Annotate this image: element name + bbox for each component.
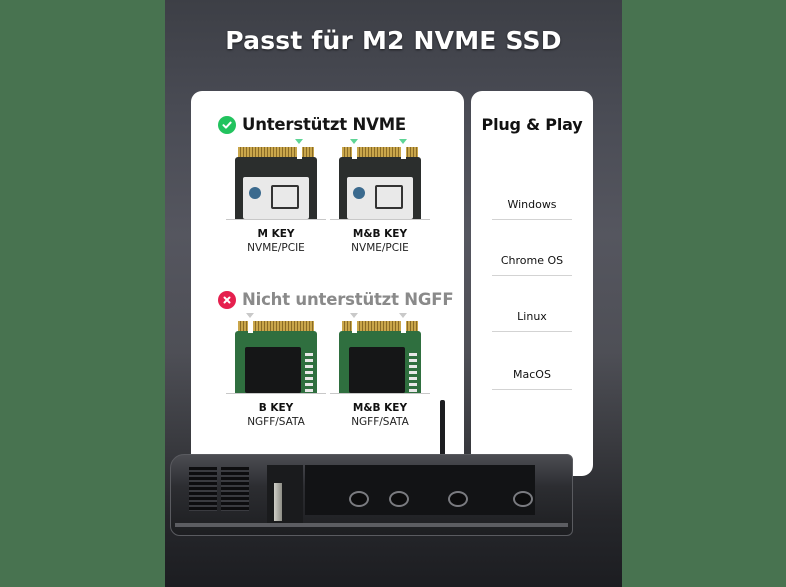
- vent-grille: [221, 467, 249, 511]
- key-name: B KEY: [258, 402, 294, 414]
- ssd-mb-key-ngff: M&B KEY NGFF/SATA: [330, 313, 430, 428]
- plug-and-play-title: Plug & Play: [481, 115, 583, 134]
- m2-slot: [267, 465, 303, 525]
- key-name: M KEY: [257, 228, 295, 240]
- check-circle-icon: [218, 115, 236, 134]
- ssd-mb-key-nvme-image: [339, 139, 421, 219]
- notch-indicator-icon: [350, 313, 358, 318]
- screw-post: [448, 491, 468, 507]
- unsupported-heading: Nicht unterstützt NGFF: [218, 290, 454, 309]
- product-panel: Passt für M2 NVME SSD Unterstützt NVME M…: [165, 0, 622, 587]
- enclosure-rail: [175, 523, 568, 527]
- key-name: M&B KEY: [352, 228, 408, 240]
- key-type: NGFF/SATA: [351, 416, 409, 428]
- ssd-m-key-image: [235, 139, 317, 219]
- ssd-b-key: B KEY NGFF/SATA: [226, 313, 326, 428]
- ssd-b-key-image: [235, 313, 317, 393]
- key-type: NVME/PCIE: [247, 242, 305, 254]
- unsupported-heading-label: Nicht unterstützt NGFF: [242, 290, 454, 309]
- key-name: M&B KEY: [352, 402, 408, 414]
- plug-and-play-card: Plug & Play Windows Chrome OS Linux MacO…: [471, 91, 593, 476]
- key-type: NVME/PCIE: [351, 242, 409, 254]
- screw-post: [389, 491, 409, 507]
- ssd-m-key: M KEY NVME/PCIE: [226, 139, 326, 254]
- m2-connector: [274, 483, 282, 521]
- enclosure-stand: [440, 400, 445, 460]
- os-item-linux: Linux: [492, 310, 572, 332]
- x-circle-icon: [218, 290, 236, 309]
- supported-heading: Unterstützt NVME: [218, 115, 406, 134]
- ssd-tray: [305, 465, 535, 515]
- ssd-mb-key-ngff-image: [339, 313, 421, 393]
- key-type: NGFF/SATA: [247, 416, 305, 428]
- vent-grille: [189, 467, 217, 511]
- os-item-chrome-os: Chrome OS: [492, 254, 572, 276]
- supported-heading-label: Unterstützt NVME: [242, 115, 407, 134]
- screw-post: [513, 491, 533, 507]
- notch-indicator-icon: [399, 139, 407, 144]
- ssd-mb-key-nvme: M&B KEY NVME/PCIE: [330, 139, 430, 254]
- page-title: Passt für M2 NVME SSD: [225, 26, 562, 55]
- os-item-windows: Windows: [492, 198, 572, 220]
- notch-indicator-icon: [399, 313, 407, 318]
- compatibility-card: Unterstützt NVME M KEY NVME/PCIE: [191, 91, 464, 476]
- notch-indicator-icon: [246, 313, 254, 318]
- os-item-macos: MacOS: [492, 368, 572, 390]
- notch-indicator-icon: [350, 139, 358, 144]
- notch-indicator-icon: [295, 139, 303, 144]
- screw-post: [349, 491, 369, 507]
- ssd-enclosure-image: [170, 454, 573, 536]
